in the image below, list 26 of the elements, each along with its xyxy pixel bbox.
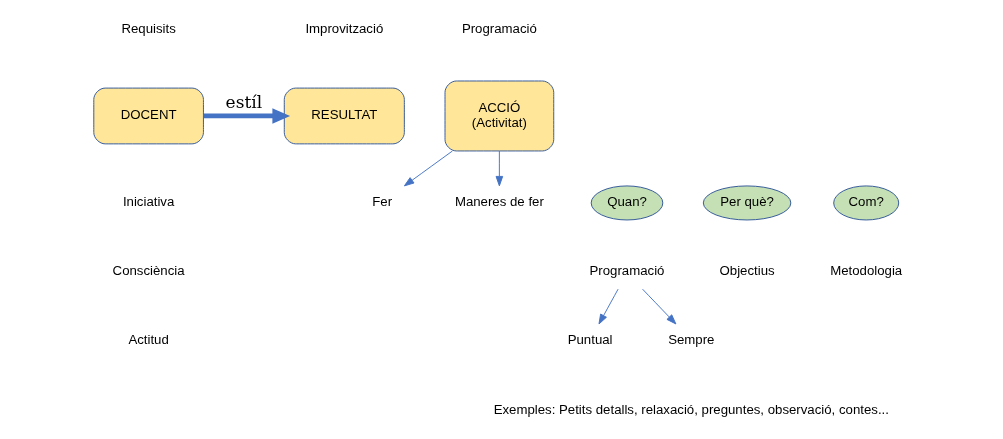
arrow xyxy=(495,150,504,187)
node-box: DOCENT xyxy=(93,87,204,145)
arrow xyxy=(642,288,677,325)
label: Metodologia xyxy=(830,263,903,279)
node-ellipse: Per què? xyxy=(702,185,792,221)
node-ellipse: Quan? xyxy=(590,185,664,221)
edge-label: estíl xyxy=(225,91,263,112)
label: Requisits xyxy=(121,20,176,36)
label: Consciència xyxy=(112,263,185,279)
node-ellipse: Com? xyxy=(833,185,900,221)
label: Actitud xyxy=(128,332,169,348)
node-box: ACCIÓ (Activitat) xyxy=(444,80,555,152)
node-text: Programació xyxy=(589,263,665,279)
arrow xyxy=(203,108,291,124)
label: Objectius xyxy=(719,263,775,279)
node-text: Sempre xyxy=(668,332,715,348)
node-text: Maneres de fer xyxy=(454,194,544,210)
node-text: Puntual xyxy=(567,332,613,348)
arrow xyxy=(598,288,619,325)
arrow xyxy=(403,150,453,187)
label: Iniciativa xyxy=(122,194,175,210)
node-box: RESULTAT xyxy=(283,87,405,145)
label: Exemples: Petits detalls, relaxació, preguntes, observació, contes... xyxy=(493,401,889,417)
node-text: Fer xyxy=(372,194,393,210)
label: Improvització xyxy=(305,20,384,36)
label: Programació xyxy=(461,20,537,36)
